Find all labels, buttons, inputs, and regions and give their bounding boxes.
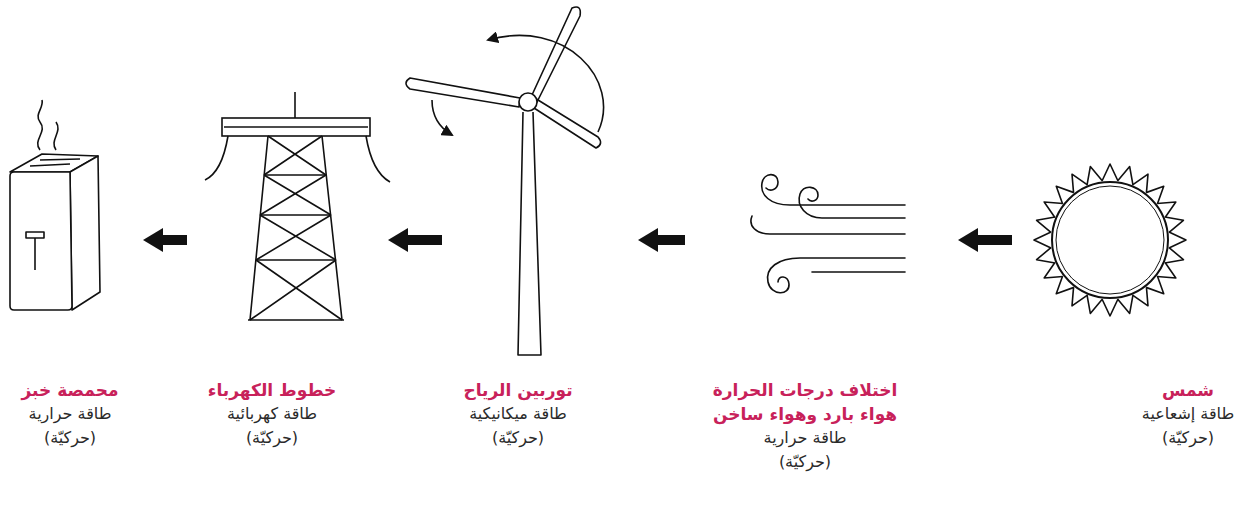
arrow-shaft (976, 235, 1012, 245)
energy-kind: (حركيّة) (695, 450, 915, 474)
node-title: خطوط الكهرباء (208, 378, 336, 402)
arrow-head (143, 228, 163, 252)
energy-stage: شمسطاقة إشعاعية(حركيّة) (1020, 10, 1240, 515)
energy-kind: (حركيّة) (208, 426, 336, 450)
energy-stage: اختلاف درجات الحرارة هواء بارد وهواء ساخ… (693, 10, 950, 515)
label-block: خطوط الكهرباءطاقة كهربائية(حركيّة) (208, 378, 336, 450)
label-block: توربين الرياحطاقة ميكانيكية(حركيّة) (463, 378, 572, 450)
node-title: محمصة خبز (22, 378, 119, 402)
energy-type: طاقة إشعاعية (1142, 402, 1234, 426)
arrow-shaft (161, 235, 187, 245)
node-title: اختلاف درجات الحرارة هواء بارد وهواء ساخ… (695, 378, 915, 426)
arrow-shaft (656, 235, 685, 245)
energy-kind: (حركيّة) (22, 426, 119, 450)
arrow-head (958, 228, 978, 252)
energy-kind: (حركيّة) (463, 426, 572, 450)
energy-stage: توربين الرياحطاقة ميكانيكية(حركيّة) (450, 10, 630, 515)
wind-turbine (406, 7, 604, 355)
flow-arrow (638, 228, 685, 252)
energy-kind: (حركيّة) (1142, 426, 1234, 450)
label-block: محمصة خبزطاقة حرارية(حركيّة) (22, 378, 119, 450)
energy-stage: خطوط الكهرباءطاقة كهربائية(حركيّة) (195, 10, 380, 515)
toaster (10, 100, 100, 310)
flow-arrow (958, 228, 1012, 252)
power-tower (205, 92, 390, 320)
flow-arrow (143, 228, 187, 252)
label-block: اختلاف درجات الحرارة هواء بارد وهواء ساخ… (695, 378, 915, 474)
energy-type: طاقة ميكانيكية (463, 402, 572, 426)
arrow-head (638, 228, 658, 252)
air-swirls (751, 175, 905, 293)
flow-arrow (388, 228, 442, 252)
arrow-shaft (406, 235, 442, 245)
label-block: شمسطاقة إشعاعية(حركيّة) (1142, 378, 1234, 450)
node-title: شمس (1142, 378, 1234, 402)
energy-type: طاقة كهربائية (208, 402, 336, 426)
energy-type: طاقة حرارية (695, 426, 915, 450)
sun-illustration (1034, 164, 1186, 316)
energy-type: طاقة حرارية (22, 402, 119, 426)
energy-stage: محمصة خبزطاقة حرارية(حركيّة) (5, 10, 135, 515)
arrow-head (388, 228, 408, 252)
node-title: توربين الرياح (463, 378, 572, 402)
